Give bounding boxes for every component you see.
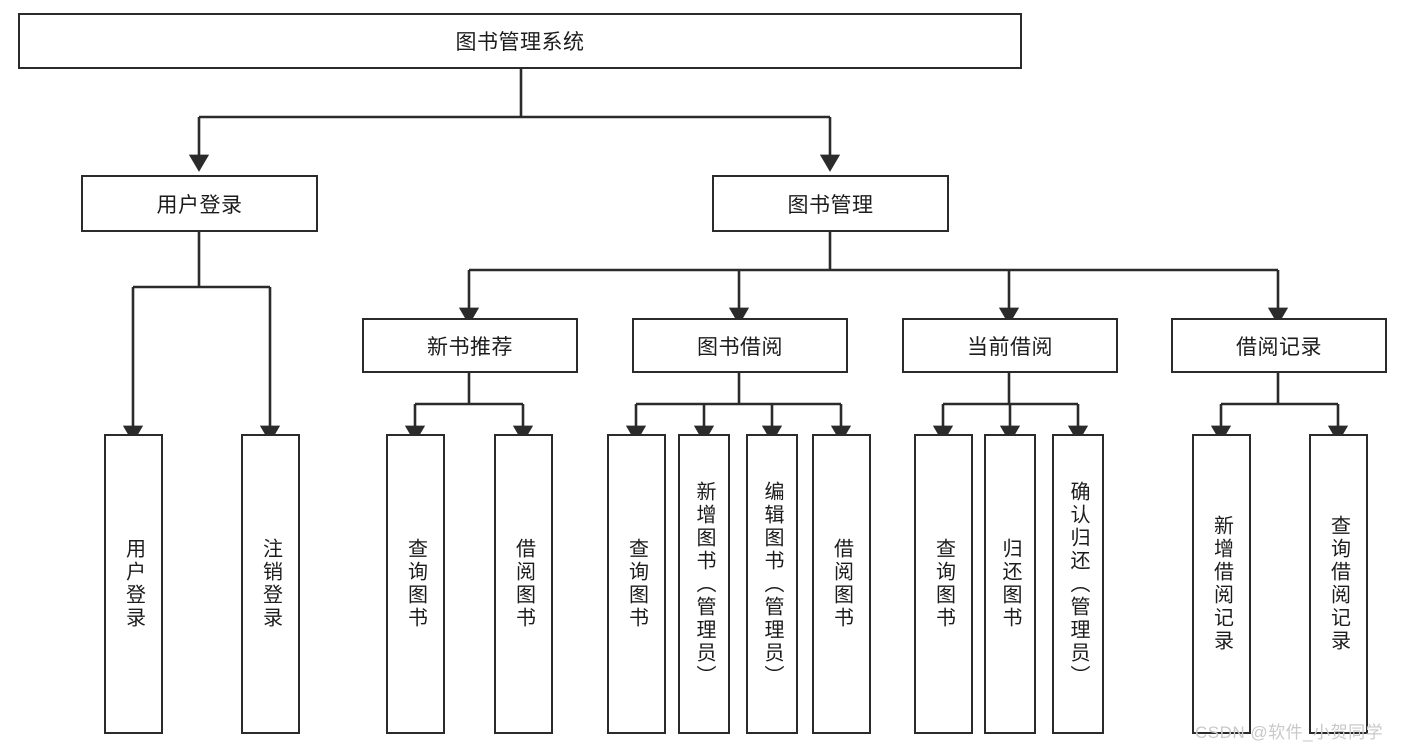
leaf-return-book[interactable]: 归还图书	[984, 434, 1036, 734]
leaf-edit-book-admin[interactable]: 编辑图书（管理员）	[746, 434, 798, 734]
node-user-login[interactable]: 用户登录	[81, 175, 318, 232]
node-label: 借阅图书	[512, 538, 535, 630]
node-label: 图书管理	[787, 193, 874, 217]
node-label: 查询图书	[932, 538, 955, 630]
node-label: 新书推荐	[427, 335, 513, 359]
leaf-add-book-admin[interactable]: 新增图书（管理员）	[678, 434, 730, 734]
leaf-borrow-book[interactable]: 借阅图书	[812, 434, 871, 734]
leaf-query-book-current[interactable]: 查询图书	[914, 434, 973, 734]
node-label: 编辑图书（管理员）	[761, 480, 783, 688]
node-root-system[interactable]: 图书管理系统	[18, 13, 1022, 69]
node-label: 查询借阅记录	[1327, 515, 1350, 653]
leaf-query-borrow-record[interactable]: 查询借阅记录	[1309, 434, 1368, 734]
leaf-query-book-borrow[interactable]: 查询图书	[607, 434, 666, 734]
node-label: 确认归还（管理员）	[1067, 480, 1089, 688]
node-label: 归还图书	[999, 538, 1021, 630]
node-new-book-recommend[interactable]: 新书推荐	[362, 318, 578, 373]
leaf-query-book-recommend[interactable]: 查询图书	[386, 434, 445, 734]
node-label: 借阅图书	[830, 538, 853, 630]
node-borrow-record[interactable]: 借阅记录	[1171, 318, 1387, 373]
node-book-borrow[interactable]: 图书借阅	[632, 318, 848, 373]
node-label: 用户登录	[122, 538, 145, 630]
csdn-watermark: CSDN @软件_小贺同学	[1195, 723, 1384, 742]
node-book-management[interactable]: 图书管理	[712, 175, 949, 232]
node-label: 当前借阅	[967, 335, 1053, 359]
node-label: 图书借阅	[697, 335, 783, 359]
node-label: 新增借阅记录	[1210, 515, 1233, 653]
node-label: 用户登录	[156, 193, 243, 217]
node-label: 新增图书（管理员）	[693, 480, 715, 688]
leaf-borrow-book-recommend[interactable]: 借阅图书	[494, 434, 553, 734]
node-label: 注销登录	[259, 538, 282, 630]
leaf-add-borrow-record[interactable]: 新增借阅记录	[1192, 434, 1251, 734]
node-label: 图书管理系统	[455, 31, 585, 54]
node-current-borrow[interactable]: 当前借阅	[902, 318, 1118, 373]
node-label: 查询图书	[625, 538, 648, 630]
leaf-confirm-return-admin[interactable]: 确认归还（管理员）	[1052, 434, 1104, 734]
node-label: 借阅记录	[1236, 335, 1322, 359]
leaf-user-login[interactable]: 用户登录	[104, 434, 163, 734]
leaf-logout[interactable]: 注销登录	[241, 434, 300, 734]
node-label: 查询图书	[404, 538, 427, 630]
